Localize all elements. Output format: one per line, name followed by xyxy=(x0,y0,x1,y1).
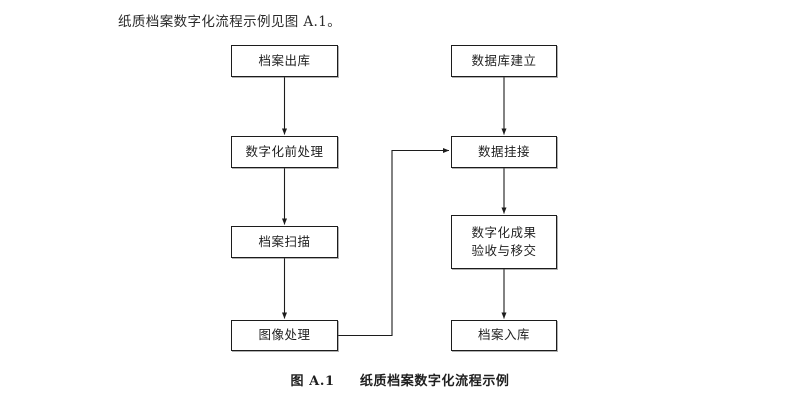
connector-imageproc-to-datalink xyxy=(338,147,450,337)
flow-node-label: 档案入库 xyxy=(477,327,530,343)
flow-node-label-line1: 数字化成果 xyxy=(471,224,537,240)
flow-node-archive-scanning[interactable]: 档案扫描 xyxy=(231,226,338,258)
flow-node-database-creation[interactable]: 数据库建立 xyxy=(451,45,557,77)
flow-node-data-linking[interactable]: 数据挂接 xyxy=(451,136,557,168)
flow-node-pre-digitization[interactable]: 数字化前处理 xyxy=(231,136,338,168)
flow-node-label: 数据库建立 xyxy=(471,52,537,68)
flow-node-archive-inbound[interactable]: 档案入库 xyxy=(451,320,557,351)
flow-node-label: 图像处理 xyxy=(258,327,311,343)
flow-node-image-processing[interactable]: 图像处理 xyxy=(231,320,338,351)
flow-node-label: 数据挂接 xyxy=(477,143,530,159)
figure-caption: 图 A.1 纸质档案数字化流程示例 xyxy=(0,370,800,389)
flow-node-results-acceptance[interactable]: 数字化成果 验收与移交 xyxy=(451,215,557,269)
figure-caption-title: 纸质档案数字化流程示例 xyxy=(359,374,510,389)
flow-node-label: 档案扫描 xyxy=(258,233,311,249)
figure-caption-number: 图 A.1 xyxy=(290,374,335,389)
intro-paragraph: 纸质档案数字化流程示例见图 A.1。 xyxy=(118,14,342,30)
flow-node-label-line2: 验收与移交 xyxy=(471,243,537,258)
flow-node-archive-outbound[interactable]: 档案出库 xyxy=(231,45,338,77)
flow-node-label: 数字化前处理 xyxy=(245,143,324,159)
flow-node-label: 档案出库 xyxy=(258,52,311,68)
